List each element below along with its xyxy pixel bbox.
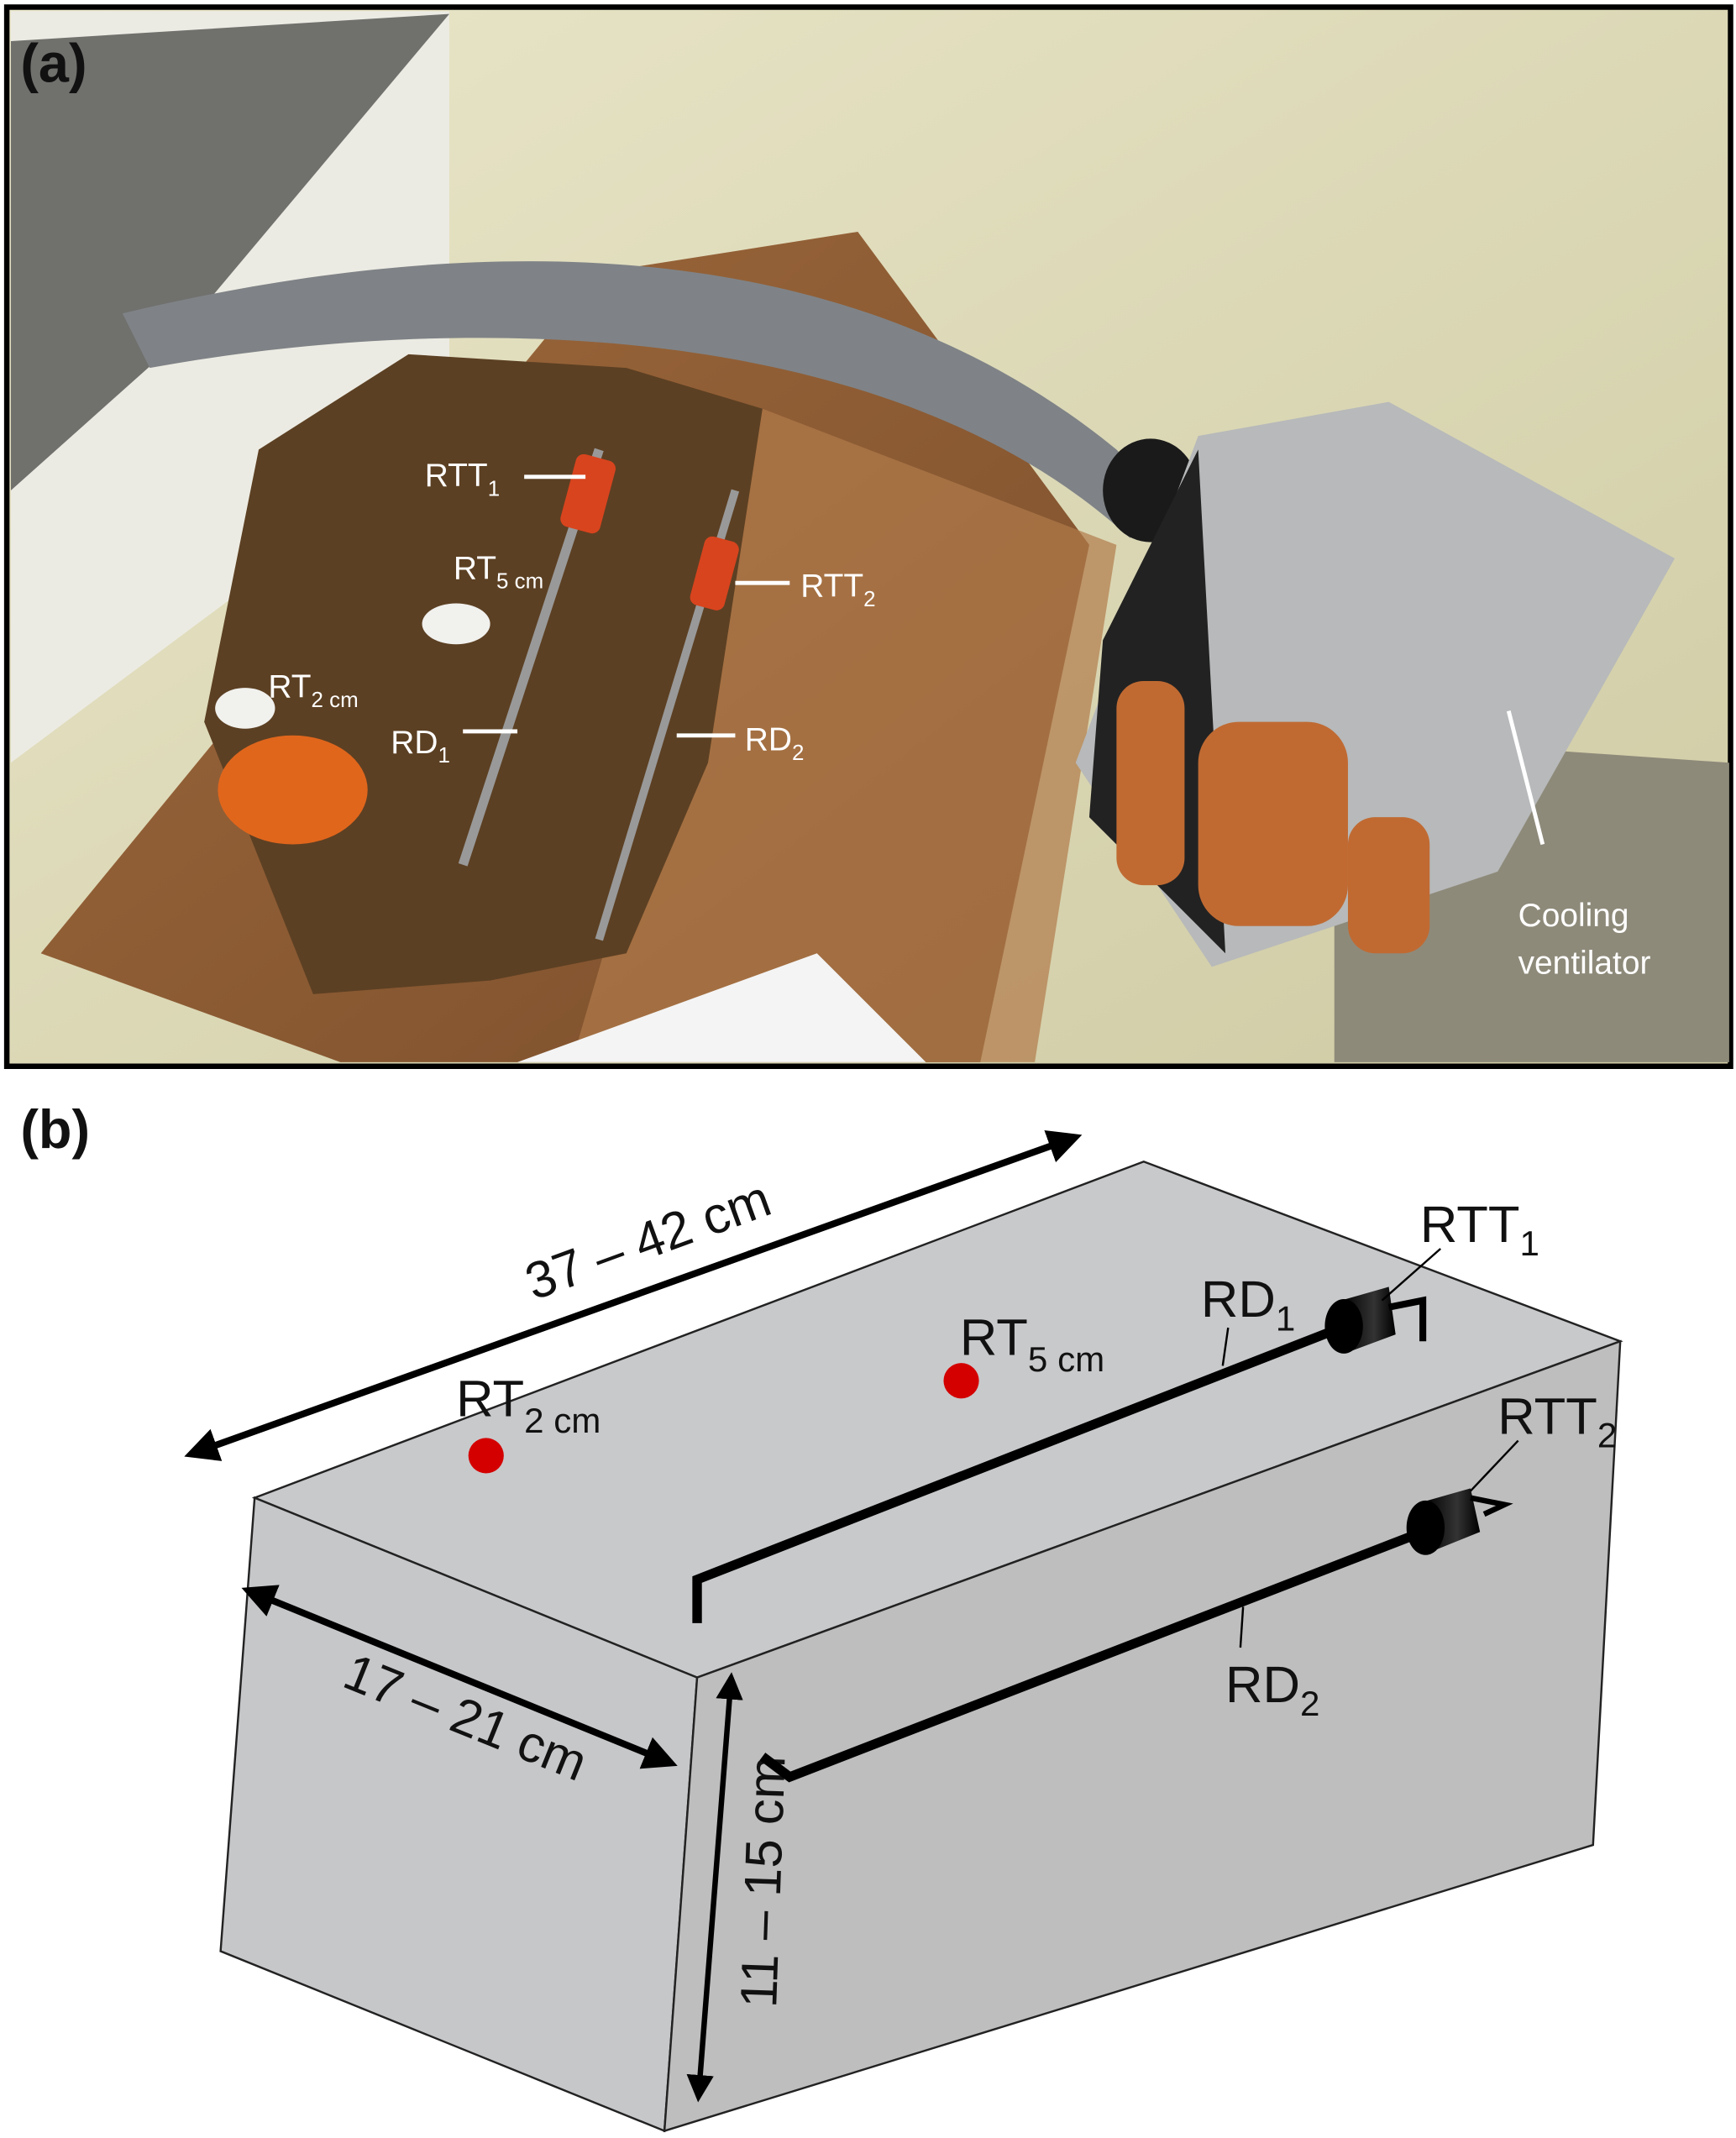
annotation-rtt1: RTT1 — [425, 458, 586, 500]
width-arrow — [241, 1585, 678, 1769]
svg-text:RTT1: RTT1 — [425, 458, 500, 500]
annotation-rd1: RD1 — [391, 725, 518, 768]
rtt2-label: RTT2 — [1469, 1387, 1617, 1492]
length-arrow — [184, 1129, 1083, 1461]
annotation-rt2: RT2 cm — [268, 668, 358, 711]
rd2-rod — [759, 1527, 1425, 1783]
svg-text:ventilator: ventilator — [1518, 946, 1651, 982]
rd2-label: RD2 — [1225, 1606, 1319, 1723]
svg-text:RT2 cm: RT2 cm — [268, 668, 358, 711]
annotation-rd2: RD2 — [676, 722, 805, 765]
rtt1-cylinder — [1324, 1286, 1427, 1354]
rt2-label: RT2 cm — [456, 1370, 601, 1439]
photo-panel-a: (a) RTT1 RT5 cm RTT2 RT2 cm RD1 RD2 Cool… — [3, 4, 1733, 1069]
rt5-sensor-dot — [943, 1363, 979, 1399]
rd1-label: RD1 — [1201, 1271, 1295, 1366]
svg-text:RD2: RD2 — [1225, 1656, 1319, 1723]
block-right-face — [663, 1339, 1622, 2133]
height-label: 11 – 15 cm — [730, 1755, 796, 2009]
svg-text:RTT1: RTT1 — [1420, 1196, 1539, 1263]
svg-text:RTT2: RTT2 — [1497, 1387, 1617, 1454]
height-arrow — [686, 1672, 743, 2103]
diagram-panel-b: (b) 37 – 42 cm 17 – 21 cm 11 – 15 cm RT2… — [20, 1098, 1623, 2133]
svg-text:RT5 cm: RT5 cm — [454, 550, 543, 593]
annotation-rtt2: RTT2 — [735, 568, 876, 611]
annotation-rt5: RT5 cm — [454, 550, 543, 593]
rtt2-cylinder — [1406, 1488, 1513, 1555]
annotation-cooling-ventilator: Cooling ventilator — [1506, 710, 1651, 982]
svg-text:Cooling: Cooling — [1518, 898, 1629, 934]
rt5-sensor-plug — [422, 603, 490, 645]
rtt1-transducer — [560, 453, 616, 534]
svg-text:RD2: RD2 — [745, 722, 805, 765]
rt2-sensor-dot — [468, 1438, 504, 1474]
svg-text:RD1: RD1 — [391, 725, 450, 768]
rt2-sensor-plug — [215, 688, 275, 729]
cooling-hose — [122, 261, 1172, 538]
rtt2-transducer — [690, 536, 739, 610]
rtt1-label: RTT1 — [1381, 1196, 1539, 1302]
orange-paint — [218, 735, 368, 845]
rt5-label: RT5 cm — [960, 1308, 1104, 1378]
metal-rail — [10, 13, 449, 490]
svg-text:RD1: RD1 — [1201, 1271, 1295, 1338]
rock-sample — [204, 354, 763, 994]
copper-coils — [1116, 680, 1430, 954]
svg-text:RTT2: RTT2 — [800, 568, 875, 610]
panel-a-label: (a) — [20, 33, 87, 94]
rd1-rod — [692, 1323, 1343, 1623]
panel-b-label: (b) — [20, 1098, 90, 1160]
